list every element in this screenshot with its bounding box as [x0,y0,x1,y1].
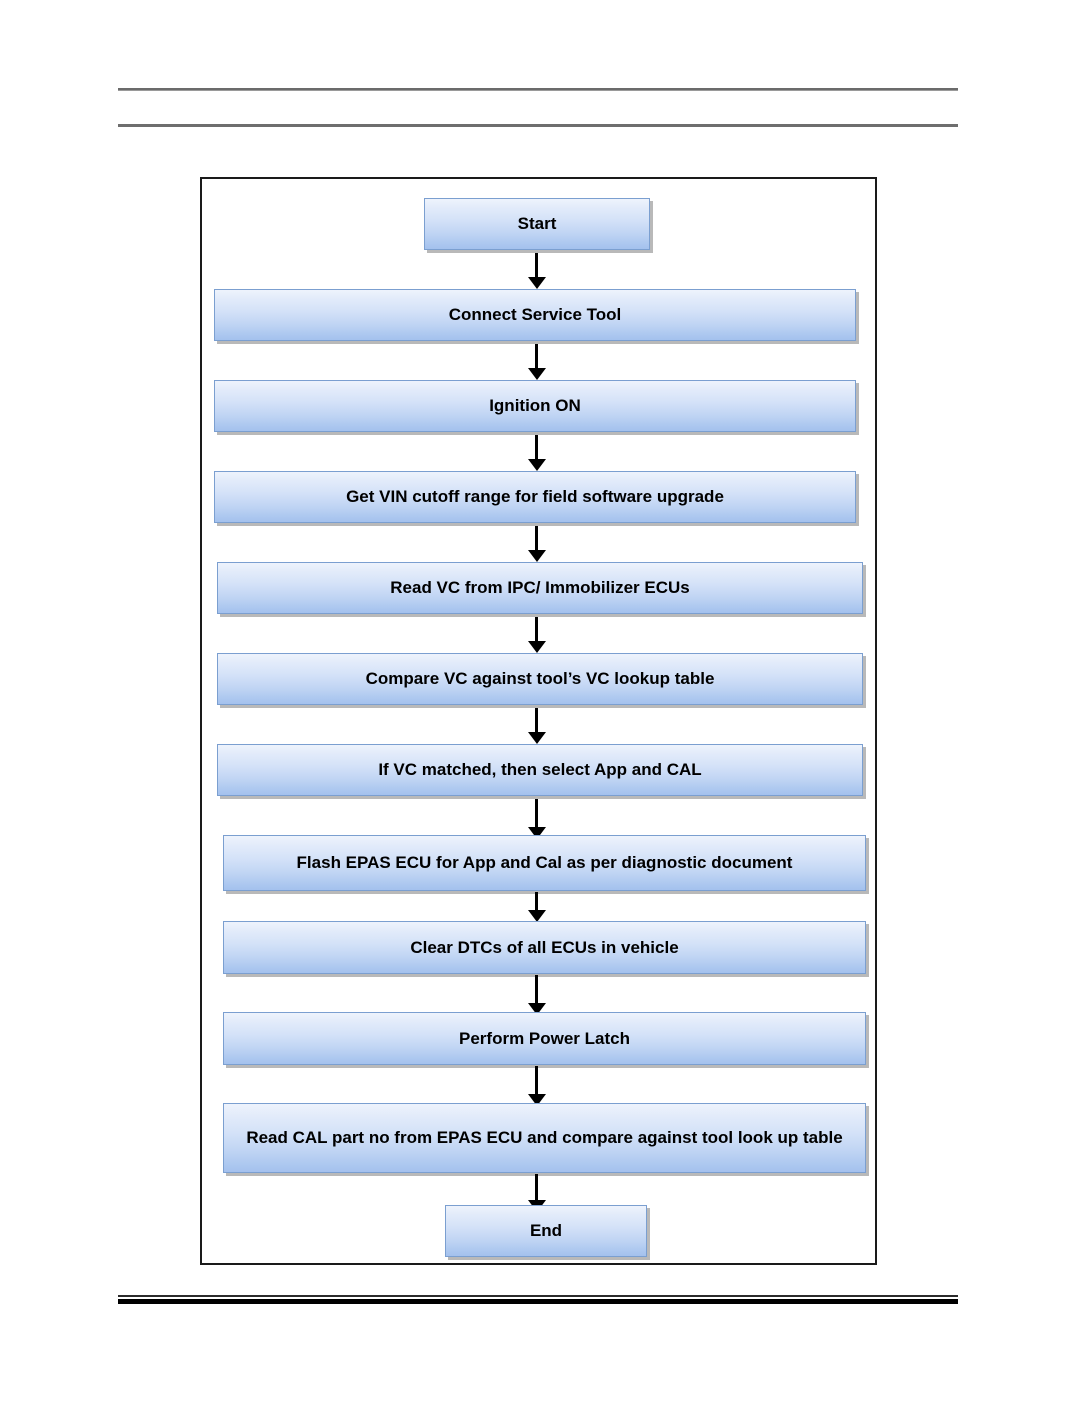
flow-node-perform-power-latch[interactable]: Perform Power Latch [223,1012,866,1065]
flow-node-label: Read CAL part no from EPAS ECU and compa… [246,1127,843,1147]
flow-connector-connect-ignition [528,344,546,380]
header-rule-top [118,88,958,91]
flow-connector-comparevc-selectapp [528,708,546,744]
flow-connector-powerlatch-readcal [528,1066,546,1106]
flow-node-label: Compare VC against tool’s VC lookup tabl… [365,669,715,689]
flow-node-label: End [529,1221,563,1241]
footer-rule-thin [118,1295,958,1297]
flow-node-label: Ignition ON [489,396,581,416]
flow-node-get-vin-cutoff-range[interactable]: Get VIN cutoff range for field software … [214,471,856,523]
flow-connector-flash-cleardtcs [528,892,546,922]
footer-rule-thick [118,1299,958,1304]
flowchart-canvas: Start Connect Service Tool Ignition ON G… [202,179,875,1263]
flow-node-read-vc[interactable]: Read VC from IPC/ Immobilizer ECUs [217,562,863,614]
page-footer [118,1295,958,1304]
flow-node-end[interactable]: End [445,1205,647,1257]
flow-connector-ignition-getvin [528,435,546,471]
flow-node-select-app-cal[interactable]: If VC matched, then select App and CAL [217,744,863,796]
flow-node-clear-dtcs[interactable]: Clear DTCs of all ECUs in vehicle [223,921,866,974]
flow-node-label: Get VIN cutoff range for field software … [346,487,724,507]
flow-node-label: Start [517,214,557,234]
flow-node-compare-vc[interactable]: Compare VC against tool’s VC lookup tabl… [217,653,863,705]
flow-connector-getvin-readvc [528,526,546,562]
flow-connector-start-connect [528,253,546,289]
page-header [118,88,958,127]
flow-node-label: Perform Power Latch [459,1028,630,1048]
flow-node-read-cal-part-no[interactable]: Read CAL part no from EPAS ECU and compa… [223,1103,866,1173]
flow-node-label: If VC matched, then select App and CAL [378,760,702,780]
flow-node-label: Clear DTCs of all ECUs in vehicle [410,937,679,957]
flow-connector-cleardtcs-powerlatch [528,975,546,1015]
flow-node-start[interactable]: Start [424,198,650,250]
flow-node-label: Flash EPAS ECU for App and Cal as per di… [296,853,793,873]
flowchart-frame: Start Connect Service Tool Ignition ON G… [200,177,877,1265]
flow-connector-readvc-comparevc [528,617,546,653]
header-rule-bottom [118,124,958,127]
flow-node-ignition-on[interactable]: Ignition ON [214,380,856,432]
flow-node-connect-service-tool[interactable]: Connect Service Tool [214,289,856,341]
flow-node-label: Read VC from IPC/ Immobilizer ECUs [390,578,690,598]
flow-node-flash-epas-ecu[interactable]: Flash EPAS ECU for App and Cal as per di… [223,835,866,891]
flow-node-label: Connect Service Tool [448,305,622,325]
flow-connector-selectapp-flash [528,799,546,839]
